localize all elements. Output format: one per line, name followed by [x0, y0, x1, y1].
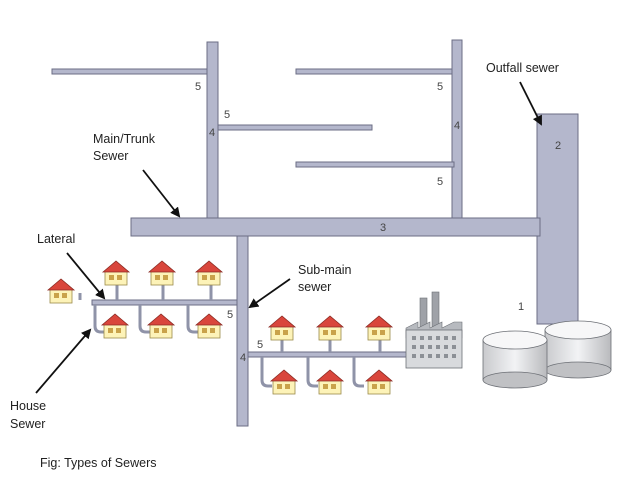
house-icon	[148, 260, 176, 286]
branch-sewer-lower-right	[295, 161, 455, 168]
pipe-number: 3	[380, 222, 386, 234]
house-connectors-lower-left	[93, 305, 198, 334]
factory-icon	[405, 291, 463, 369]
main-trunk-sewer	[130, 217, 541, 237]
branch-sewer-top-right	[295, 68, 455, 75]
lateral-sewer-left	[91, 299, 238, 306]
submain-label-line2: sewer	[298, 280, 331, 294]
house-icon	[365, 369, 393, 395]
house-icon	[47, 278, 75, 304]
treatment-tank-icon	[544, 320, 612, 379]
pipe-number: 4	[454, 120, 460, 132]
lateral-label: Lateral	[37, 232, 75, 246]
house-icon	[316, 315, 344, 341]
submain-label-line1: Sub-main	[298, 263, 352, 277]
pipe-number: 4	[240, 352, 246, 364]
pipe-number: 2	[555, 140, 561, 152]
pipe-number: 5	[195, 81, 201, 93]
figure-caption: Fig: Types of Sewers	[40, 456, 157, 470]
house-connectors-upper-right	[280, 340, 382, 352]
lateral-arrow	[66, 252, 106, 300]
pipe-number: 5	[437, 81, 443, 93]
submain-arrow	[248, 278, 291, 309]
main-trunk-label-line2: Sewer	[93, 149, 128, 163]
house-icon	[195, 260, 223, 286]
outfall-arrow	[519, 81, 542, 126]
house-icon	[316, 369, 344, 395]
house-icon	[268, 315, 296, 341]
pipe-number: 5	[257, 339, 263, 351]
house-icon	[101, 313, 129, 339]
pipe-number: 5	[227, 309, 233, 321]
lateral-sewer-right	[247, 351, 414, 358]
house-connectors-upper-left	[78, 285, 213, 300]
house-sewer-arrow	[35, 328, 92, 394]
house-icon	[365, 315, 393, 341]
house-sewer-label-line2: Sewer	[10, 417, 45, 431]
outfall-sewer	[536, 113, 579, 325]
branch-sewer-top-left	[51, 68, 213, 75]
main-trunk-arrow	[142, 169, 181, 218]
treatment-tank-icon	[482, 330, 548, 389]
main-trunk-label-line1: Main/Trunk	[93, 132, 156, 146]
pipe-number: 1	[518, 301, 524, 313]
house-icon	[102, 260, 130, 286]
pipe-number: 4	[209, 127, 215, 139]
house-icon	[147, 313, 175, 339]
house-connectors-lower-right	[260, 357, 364, 388]
pipe-number: 5	[224, 109, 230, 121]
submain-sewer	[236, 235, 249, 427]
branch-sewer-upper	[217, 124, 373, 131]
house-icon	[270, 369, 298, 395]
house-icon	[195, 313, 223, 339]
outfall-sewer-label: Outfall sewer	[486, 61, 559, 75]
pipe-number: 5	[437, 176, 443, 188]
house-sewer-label-line1: House	[10, 399, 46, 413]
